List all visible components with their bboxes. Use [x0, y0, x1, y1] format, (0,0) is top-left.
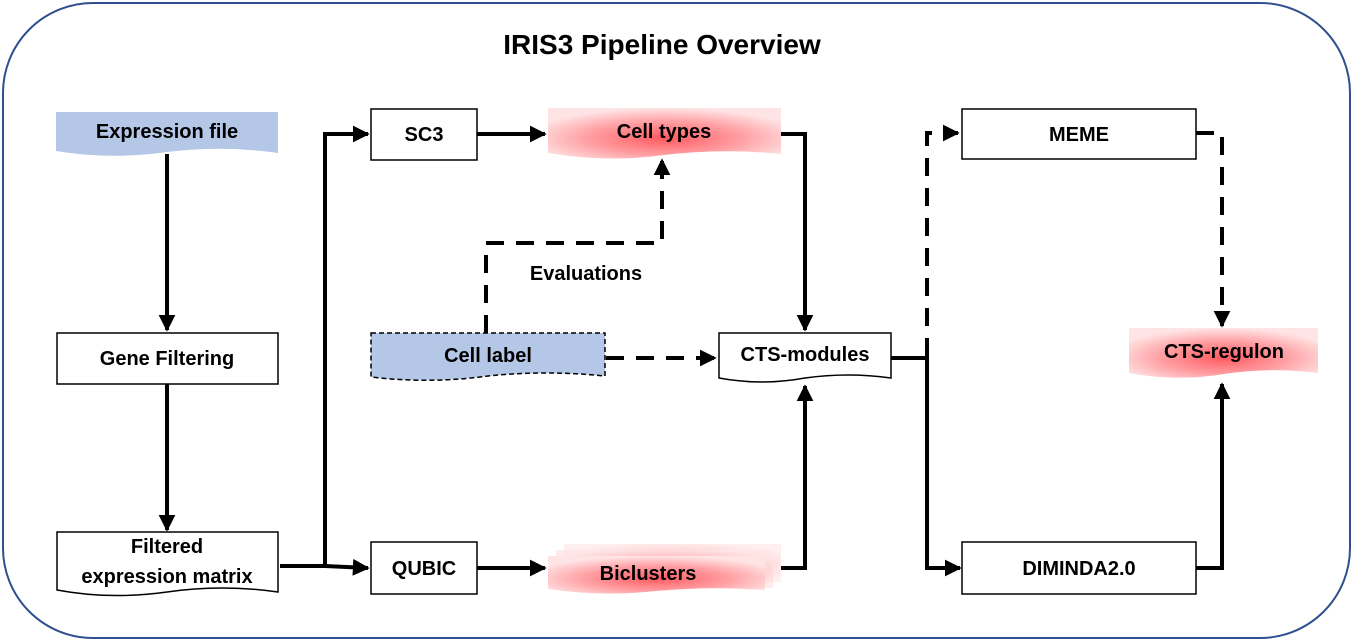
node-gene-filtering-label: Gene Filtering: [100, 348, 234, 370]
edge-celllabel-to-celltypes: [484, 158, 671, 333]
node-biclusters-label: Biclusters: [600, 563, 697, 585]
diagram-title: IRIS3 Pipeline Overview: [503, 29, 821, 60]
dashed-edges: [484, 124, 1231, 367]
node-qubic-label: QUBIC: [392, 558, 456, 580]
node-cts-modules: CTS-modules: [718, 332, 892, 383]
node-expression-file: Expression file: [56, 112, 278, 156]
node-sc3: SC3: [370, 108, 478, 161]
node-meme-label: MEME: [1049, 124, 1109, 146]
edge-matrix-to-qubic: [324, 558, 370, 576]
edge-ctsmodules-to-meme: [925, 124, 960, 356]
edges: [158, 125, 1231, 577]
node-cell-types-label: Cell types: [617, 121, 711, 143]
node-sc3-label: SC3: [405, 124, 444, 146]
node-cts-regulon-label: CTS-regulon: [1164, 341, 1284, 363]
node-filtered-matrix: Filtered expression matrix: [56, 531, 279, 597]
edge-meme-to-regulon: [1196, 131, 1231, 328]
node-cts-regulon: CTS-regulon: [1129, 328, 1318, 378]
edge-ctsmodules-to-diminda: [891, 356, 962, 577]
edge-diminda-to-regulon: [1196, 382, 1231, 570]
annotation-evaluations: Evaluations: [530, 263, 642, 285]
node-gene-filtering: Gene Filtering: [56, 332, 279, 385]
node-cell-label: Cell label: [370, 332, 606, 382]
node-qubic: QUBIC: [370, 541, 478, 595]
node-cell-label-label: Cell label: [444, 345, 532, 367]
edge-biclusters-to-ctsmodules: [781, 384, 814, 570]
node-diminda-label: DIMINDA2.0: [1022, 558, 1135, 580]
node-filtered-matrix-label-line1: Filtered: [131, 536, 203, 558]
node-meme: MEME: [961, 108, 1197, 160]
node-expression-file-label: Expression file: [96, 121, 238, 143]
node-diminda: DIMINDA2.0: [961, 541, 1197, 595]
node-biclusters: Biclusters: [548, 544, 781, 594]
node-cts-modules-label: CTS-modules: [741, 344, 870, 366]
node-cell-types: Cell types: [548, 108, 781, 159]
node-filtered-matrix-label-line2: expression matrix: [81, 566, 252, 588]
edge-matrix-to-sc3: [280, 125, 370, 568]
edge-celltypes-to-ctsmodules: [781, 132, 814, 332]
